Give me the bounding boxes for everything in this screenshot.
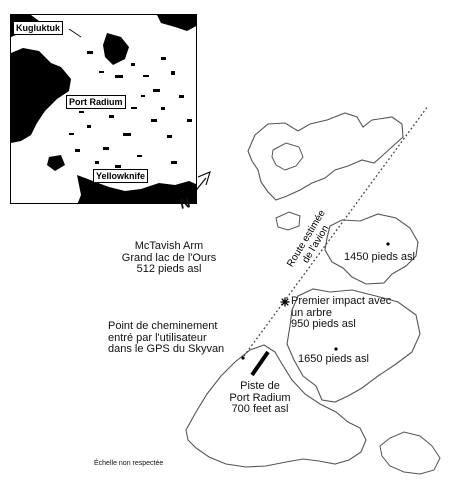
terrain-contour-south: [185, 344, 367, 468]
waypoint-label-line-3: dans le GPS du Skyvan: [108, 343, 225, 356]
terrain-contour-east: [324, 213, 419, 285]
lake-label: McTavish Arm Grand lac de l'Ours 512 pie…: [104, 240, 234, 276]
inset-label-yellowknife: Yellowknife: [93, 169, 149, 183]
elevation-point-1450: [386, 242, 390, 246]
scale-note: Échelle non respectée: [94, 460, 164, 467]
waypoint-label: Point de cheminement entré par l'utilisa…: [108, 320, 225, 356]
lake-label-line-2: Grand lac de l'Ours: [121, 251, 217, 264]
waypoint-point: [241, 356, 245, 360]
impact-label-line-3: 950 pieds asl: [291, 318, 356, 331]
lake-label-line-3: 512 pieds asl: [136, 263, 202, 276]
asterisk-icon: [280, 297, 290, 307]
elevation-label-1650: 1650 pieds asl: [298, 353, 369, 365]
elevation-point-1650: [334, 347, 338, 351]
terrain-contour-east-lower: [286, 288, 421, 403]
terrain-contour-north-inner: [271, 142, 304, 171]
inset-landmass-northeast: [103, 33, 129, 65]
waypoint-label-line-2: entré par l'utilisateur: [108, 331, 207, 344]
airstrip-label: Piste de Port Radium 700 feet asl: [205, 380, 315, 416]
inset-landmass-south: [77, 175, 196, 203]
inset-label-port-radium: Port Radium: [66, 95, 126, 109]
lake-label-line-1: McTavish Arm: [134, 240, 204, 252]
terrain-contour-north-island: [247, 112, 404, 201]
terrain-contour-southeast: [379, 431, 441, 475]
elevation-label-1450: 1450 pieds asl: [344, 251, 415, 263]
airstrip-label-line-2: Port Radium: [229, 391, 291, 404]
impact-label-line-1: Premier impact avec: [291, 295, 392, 307]
airstrip-marker: [250, 350, 270, 377]
inset-label-kugluktuk: Kugluktuk: [13, 21, 63, 35]
inset-leader-kugluktuk: [68, 28, 82, 38]
impact-label-line-2: un arbre: [291, 306, 332, 319]
impact-label: Premier impact avec un arbre 950 pieds a…: [291, 295, 392, 331]
waypoint-label-line-1: Point de cheminement: [108, 320, 218, 332]
terrain-contour-islet: [275, 211, 301, 231]
inset-landmass-southwest: [47, 155, 65, 171]
estimated-route-line: [243, 105, 429, 357]
inset-landmass-east: [157, 15, 196, 31]
inset-landmass-west: [11, 48, 71, 143]
inset-scatter: [69, 51, 192, 179]
inset-island-1: [43, 89, 55, 101]
airstrip-label-line-3: 700 feet asl: [231, 403, 289, 416]
inset-map: Kugluktuk Port Radium Yellowknife: [10, 14, 197, 204]
airstrip-label-line-1: Piste de: [240, 380, 280, 392]
